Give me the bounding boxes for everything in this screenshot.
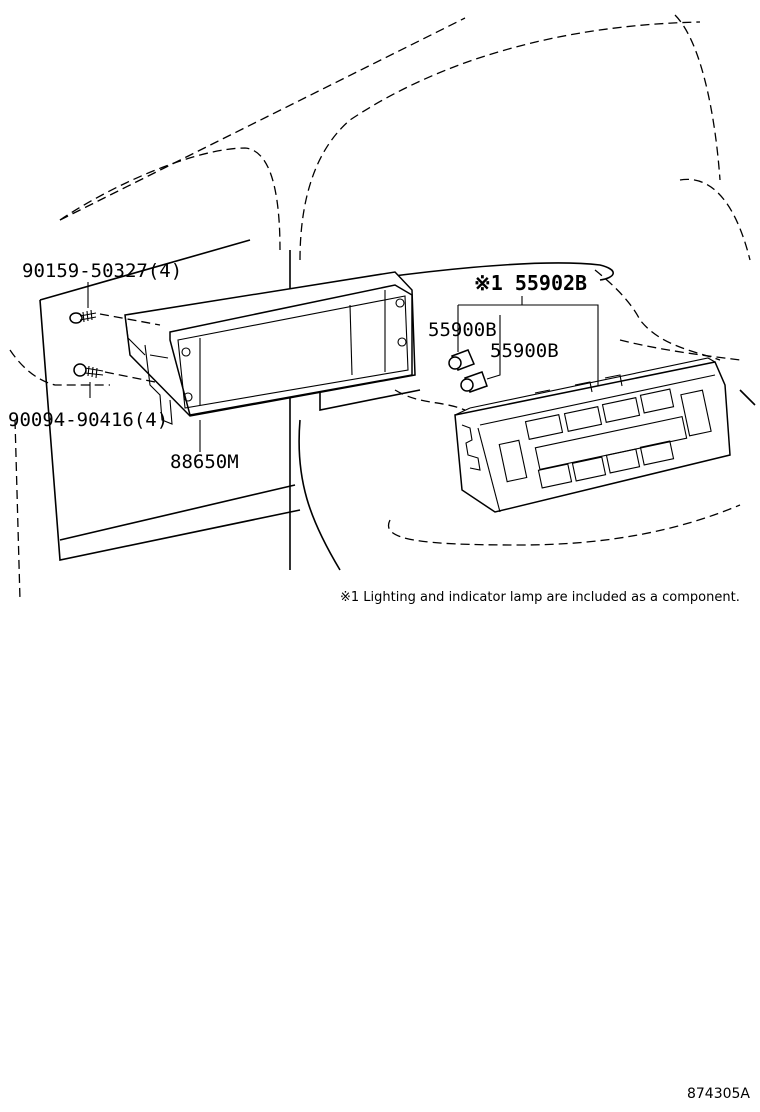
bulb-upper-icon <box>448 349 475 371</box>
label-panel: ※1 55902B <box>474 271 587 295</box>
label-pocket: 88650M <box>170 451 239 473</box>
screw-upper-icon <box>69 309 97 324</box>
dashboard-outline <box>9 14 756 601</box>
screw-lower-icon <box>73 363 104 379</box>
label-screw-lower: 90094-90416(4) <box>8 409 168 431</box>
pocket-box <box>124 271 416 425</box>
control-panel <box>454 357 731 513</box>
label-screw-upper: 90159-50327(4) <box>22 260 182 282</box>
figure-id: 874305A <box>686 1086 750 1102</box>
bulb-lower-icon <box>460 371 488 393</box>
footnote: ※1 Lighting and indicator lamp are inclu… <box>340 590 740 605</box>
label-bulb-lower: 55900B <box>490 340 559 362</box>
label-bulb-upper: 55900B <box>428 319 497 341</box>
